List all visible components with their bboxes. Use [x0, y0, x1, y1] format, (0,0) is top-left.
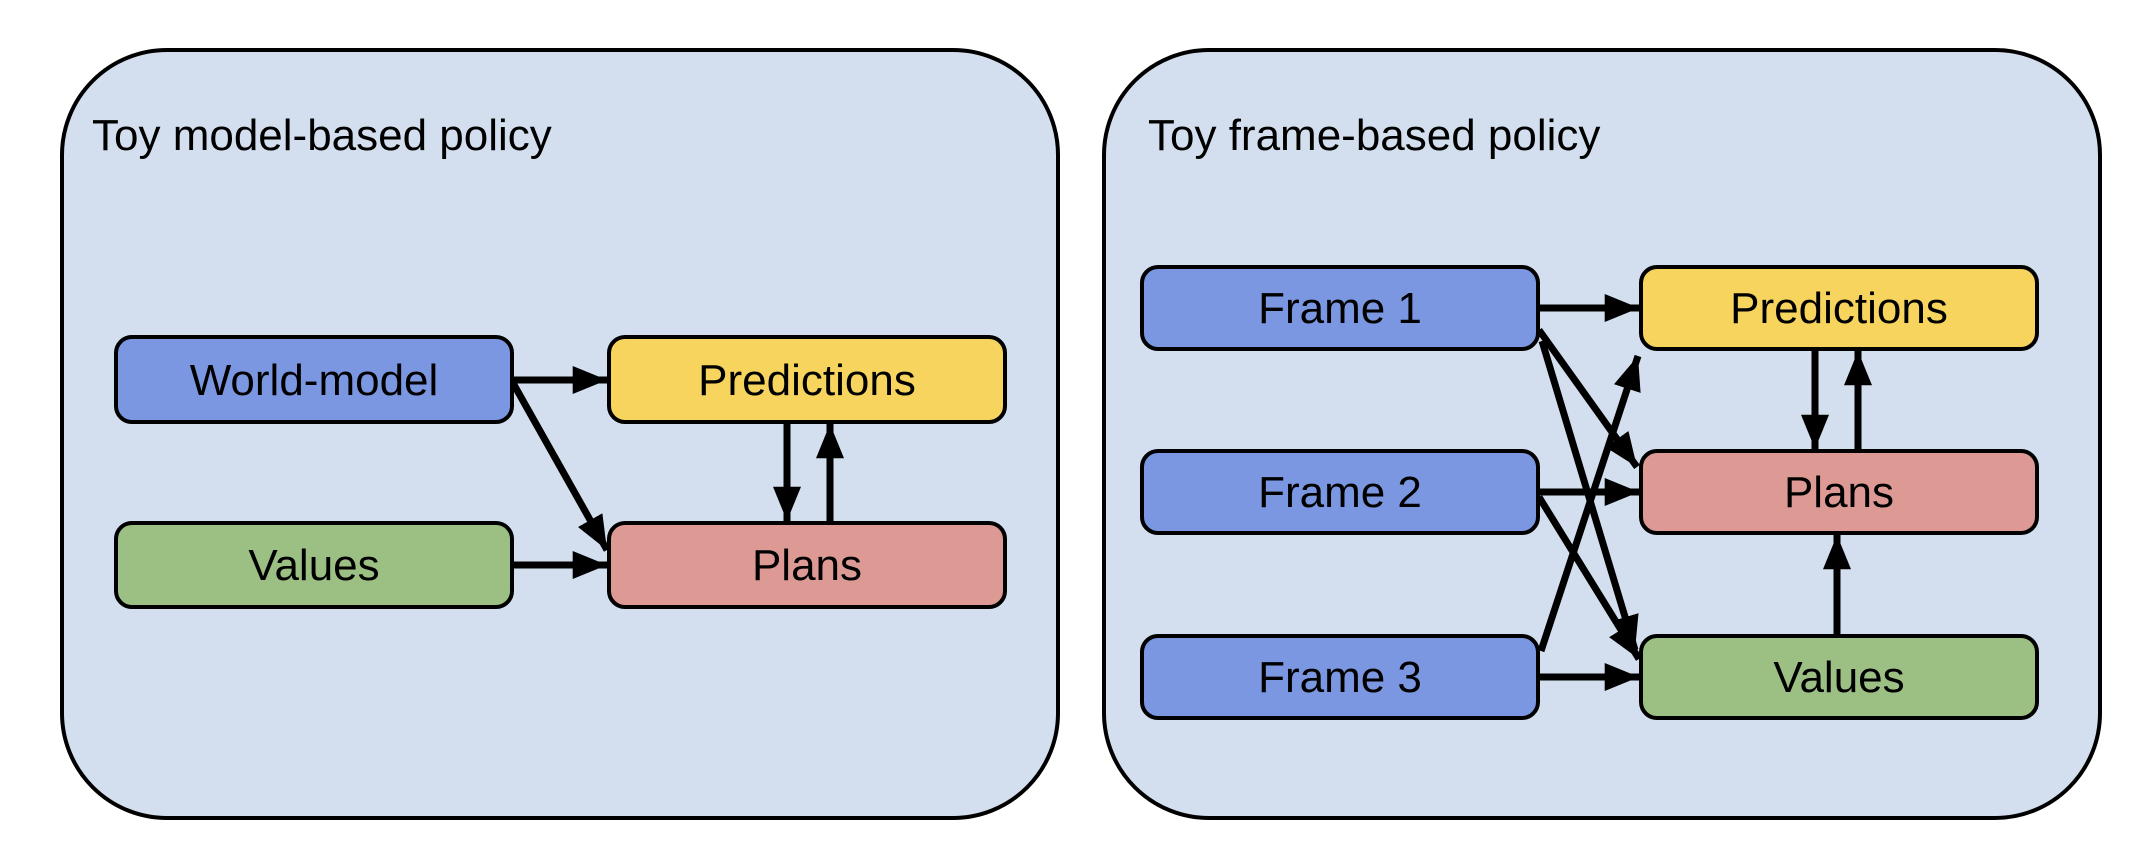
node-frame1-box — [1140, 265, 1540, 351]
node-plans-right-label: Plans — [1784, 468, 1894, 517]
node-predictions-left-label: Predictions — [698, 356, 916, 405]
node-frame3: Frame 3 — [1140, 634, 1540, 720]
edge-world-model-to-plans — [509, 381, 611, 552]
node-plans-right: Plans — [1639, 449, 2039, 535]
panel-frame-based: Toy frame-based policy Frame 1 Predictio… — [1102, 48, 2102, 820]
node-frame1-label: Frame 1 — [1258, 284, 1422, 333]
node-values-right-box — [1639, 634, 2039, 720]
node-predictions-right-label: Predictions — [1730, 284, 1948, 333]
node-world-model-box — [114, 335, 514, 424]
node-frame2: Frame 2 — [1140, 449, 1540, 535]
node-world-model: World-model — [114, 335, 514, 424]
node-predictions-right: Predictions — [1639, 265, 2039, 351]
node-values-right: Values — [1639, 634, 2039, 720]
node-values-left-box — [114, 521, 514, 609]
node-values-left-label: Values — [248, 541, 379, 590]
edges-frame-based — [1536, 294, 1872, 691]
panel-model-based-title: Toy model-based policy — [92, 111, 552, 160]
node-plans-left-label: Plans — [752, 541, 862, 590]
node-plans-right-box — [1639, 449, 2039, 535]
node-plans-left-box — [607, 521, 1007, 609]
edge-frame2-to-values — [1536, 495, 1642, 661]
node-predictions-right-box — [1639, 265, 2039, 351]
panel-model-based: Toy model-based policy World-model Predi… — [60, 48, 1060, 820]
panel-frame-based-title: Toy frame-based policy — [1148, 111, 1600, 160]
edges-model-based — [509, 366, 844, 579]
node-world-model-label: World-model — [190, 356, 439, 405]
edge-frame3-to-predictions — [1537, 354, 1642, 653]
node-predictions-left-box — [607, 335, 1007, 424]
panel-frame-based-background — [1102, 48, 2102, 820]
node-predictions-left: Predictions — [607, 335, 1007, 424]
panel-model-based-background — [60, 48, 1060, 820]
node-frame3-box — [1140, 634, 1540, 720]
node-frame2-label: Frame 2 — [1258, 468, 1422, 517]
node-values-right-label: Values — [1773, 653, 1904, 702]
node-frame1: Frame 1 — [1140, 265, 1540, 351]
node-values-left: Values — [114, 521, 514, 609]
node-plans-left: Plans — [607, 521, 1007, 609]
node-frame3-label: Frame 3 — [1258, 653, 1422, 702]
edge-frame1-to-plans — [1536, 327, 1640, 470]
node-frame2-box — [1140, 449, 1540, 535]
